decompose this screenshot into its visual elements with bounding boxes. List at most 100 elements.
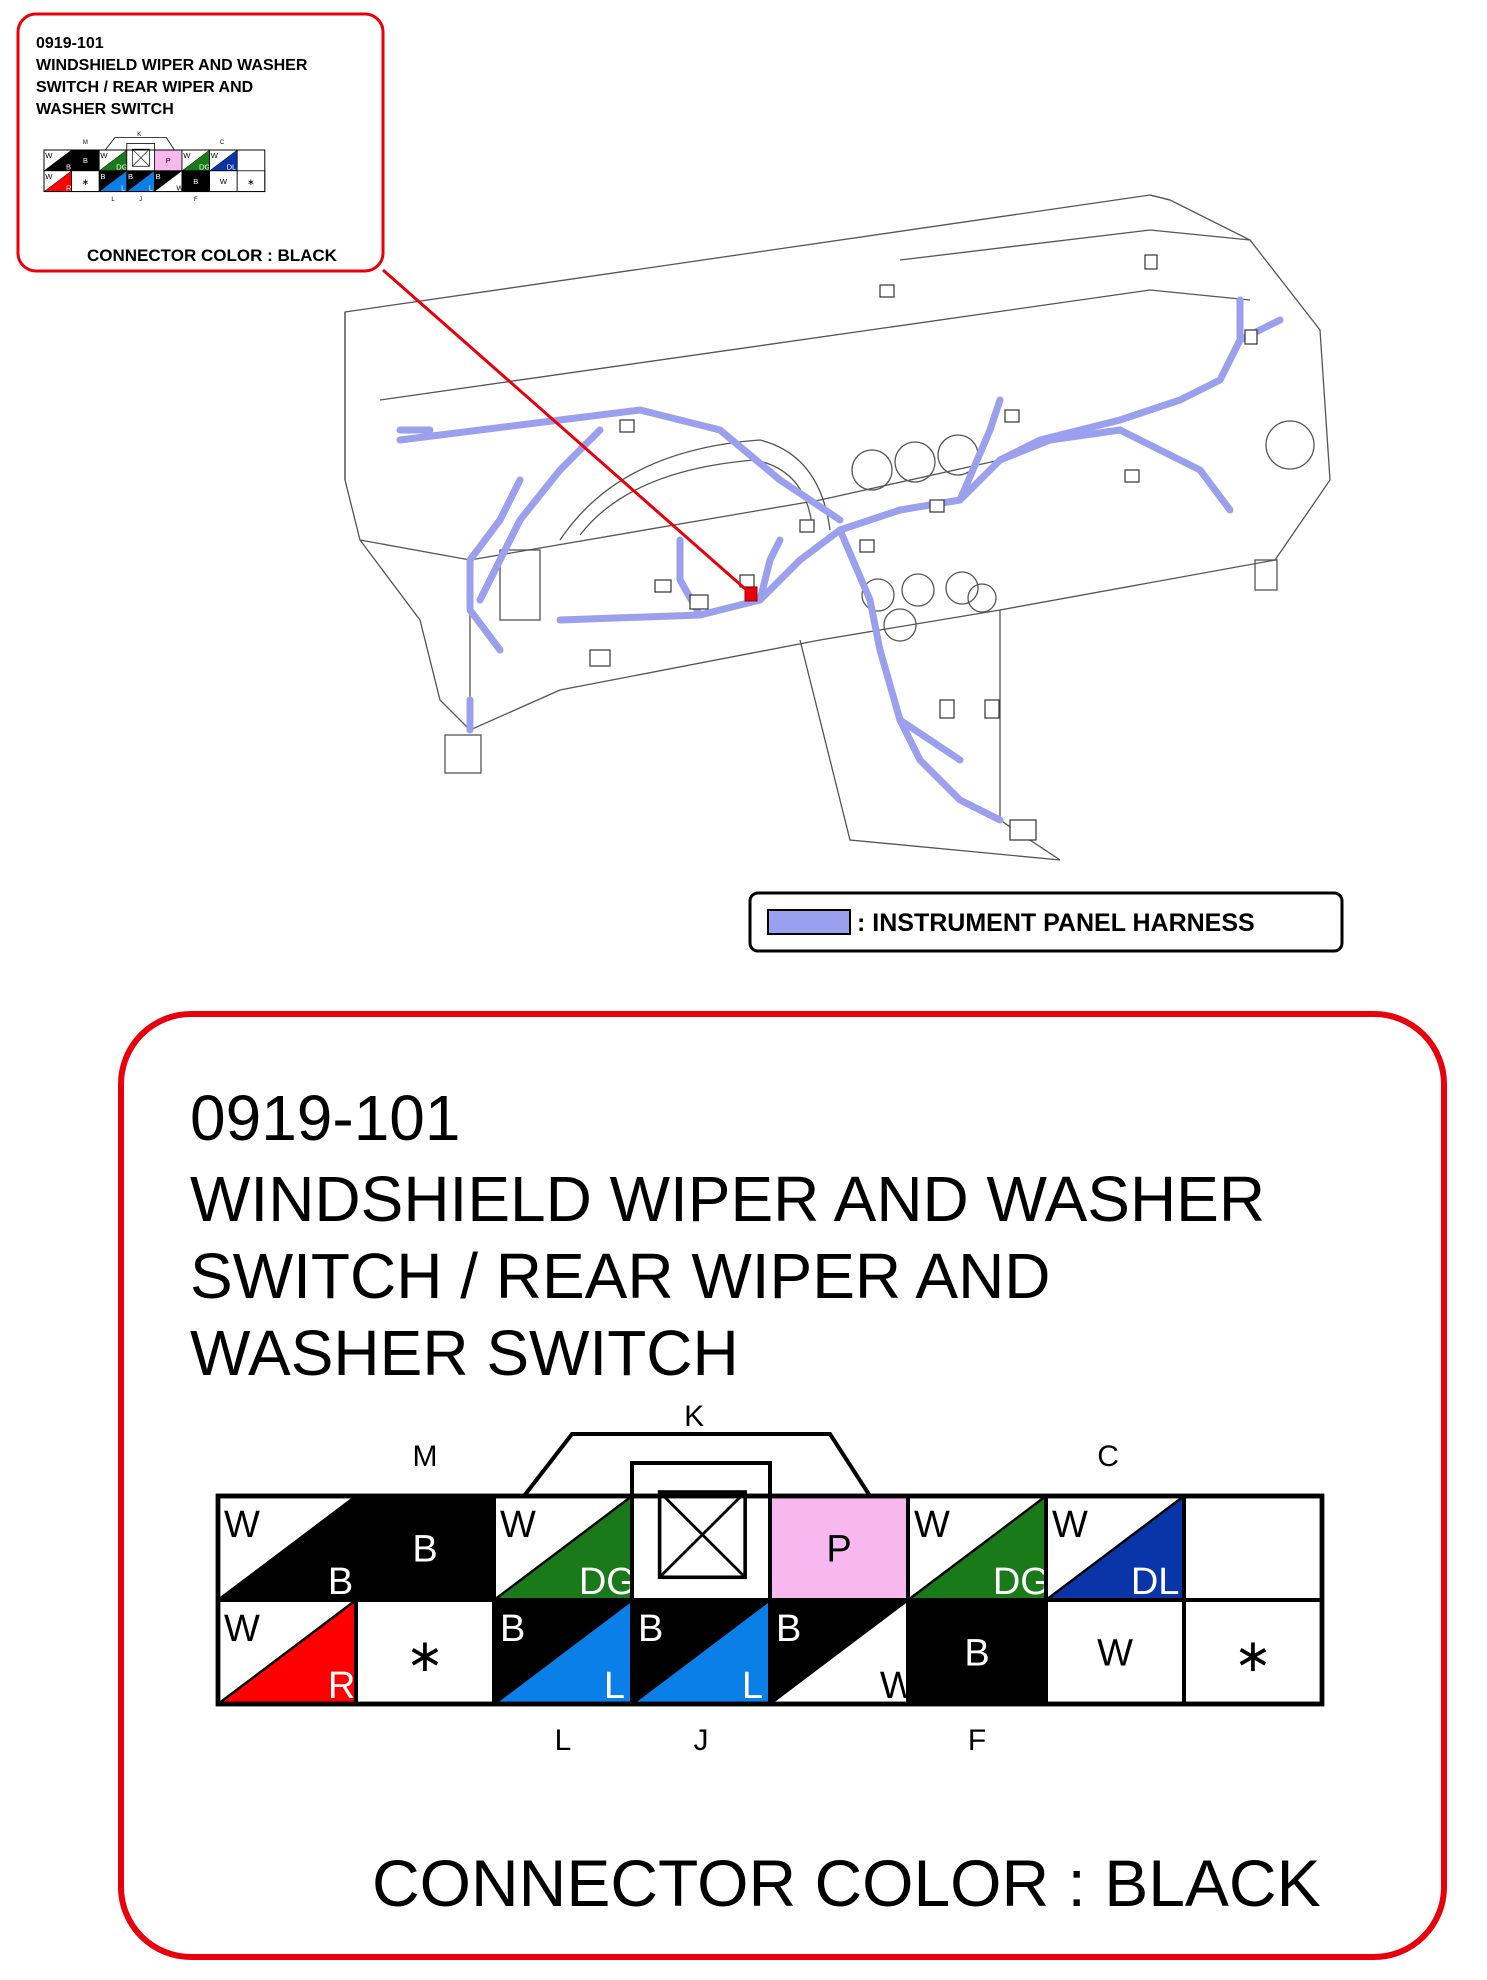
- instrument-panel-illustration: [344, 194, 1331, 861]
- pin-callout-m: M: [413, 1440, 438, 1473]
- bottom_row-pin-2: ∗: [71, 170, 100, 193]
- top_row-pin-7-stripe: DL: [227, 163, 237, 172]
- pin-callout-l: L: [555, 1724, 572, 1757]
- harness-legend: : INSTRUMENT PANEL HARNESS: [748, 891, 1344, 953]
- bottom_row-pin-5: BW: [768, 1598, 916, 1707]
- pin-callout-c: C: [1097, 1440, 1119, 1473]
- top_row-pin-6-primary: W: [183, 151, 191, 160]
- callout-pointer-line: [382, 268, 752, 596]
- pin-callout-j: J: [694, 1724, 709, 1757]
- harness-connectors: [589, 254, 1258, 841]
- top_row-pin-6-primary: W: [914, 1504, 950, 1546]
- top_row-pin-3-primary: W: [100, 151, 108, 160]
- bottom_row-pin-3-primary: B: [500, 1608, 525, 1650]
- pin-callout-k: K: [137, 132, 141, 138]
- bottom_row-pin-4-stripe: L: [742, 1665, 763, 1707]
- top_row-pin-3-stripe: DG: [116, 163, 127, 172]
- detail-callout: 0919-101 WINDSHIELD WIPER AND WASHER SWI…: [118, 1011, 1447, 1960]
- pin-callout-k: K: [684, 1400, 704, 1433]
- harness-wires: [396, 296, 1284, 824]
- bottom_row-pin-4: BL: [126, 170, 155, 192]
- top_row-pin-3-stripe: DG: [579, 1561, 636, 1603]
- bottom_row-pin-2-unused: ∗: [82, 177, 90, 187]
- detail-name-3: WASHER SWITCH: [190, 1317, 739, 1389]
- bottom_row-pin-1: WR: [43, 170, 73, 192]
- bottom_row-pin-5-stripe: W: [176, 183, 184, 192]
- bottom_row-pin-6-color: B: [964, 1633, 989, 1675]
- top_row-pin-2: B: [71, 149, 100, 172]
- top_row-pin-1: WB: [216, 1494, 358, 1603]
- bottom_row-pin-3-stripe: L: [604, 1665, 625, 1707]
- legend-text: : INSTRUMENT PANEL HARNESS: [857, 909, 1255, 937]
- bottom_row-pin-1: WR: [216, 1598, 358, 1707]
- top_row-pin-3-primary: W: [500, 1504, 536, 1546]
- top_row-pin-6: W DG: [181, 149, 210, 172]
- top_row-pin-7: W DL: [209, 149, 238, 172]
- detail-code: 0919-101: [190, 1082, 460, 1154]
- top_row-pin-2-color: B: [412, 1529, 437, 1571]
- detail-name-2: SWITCH / REAR WIPER AND: [190, 1240, 1051, 1312]
- top_row-pin-5: P: [153, 149, 183, 172]
- top_row-pin-3: W DG: [98, 149, 128, 172]
- top_row-pin-5-color: P: [826, 1529, 851, 1571]
- bottom_row-pin-6-color: B: [193, 177, 198, 186]
- detail-name-1: WINDSHIELD WIPER AND WASHER: [190, 1163, 1265, 1235]
- bottom_row-pin-5-primary: B: [776, 1608, 801, 1650]
- top_row-pin-5: P: [768, 1494, 910, 1602]
- bottom_row-pin-5: BW: [153, 170, 184, 192]
- connector-hood: [522, 1432, 872, 1498]
- top_row-pin-2-color: B: [83, 156, 88, 165]
- bottom_row-pin-4-primary: B: [638, 1608, 663, 1650]
- bottom_row-pin-3-primary: B: [100, 172, 105, 181]
- top_row-pin-7-stripe: DL: [1131, 1561, 1180, 1603]
- top_row-pin-5-color: P: [166, 156, 171, 165]
- pin-callout-m: M: [83, 140, 88, 146]
- small-callout: 0919-101 WINDSHIELD WIPER AND WASHER SWI…: [16, 12, 385, 273]
- connector-hood: [104, 137, 175, 151]
- bottom_row-pin-7-color: W: [220, 177, 228, 186]
- small-callout-name-3: WASHER SWITCH: [36, 101, 174, 118]
- bottom_row-pin-6: B: [181, 170, 211, 193]
- bottom_row-pin-8: ∗: [236, 170, 266, 193]
- bottom_row-pin-4-primary: B: [128, 172, 133, 181]
- bottom_row-pin-7: W: [209, 170, 238, 193]
- bottom_row-pin-1-primary: W: [224, 1608, 260, 1650]
- bottom_row-pin-3: BL: [492, 1598, 634, 1707]
- top_row-pin-1-stripe: B: [328, 1561, 353, 1603]
- legend-swatch: [767, 909, 851, 935]
- top_row-pin-1-primary: W: [45, 151, 53, 160]
- top_row-pin-6-stripe: DG: [199, 163, 210, 172]
- pin-callout-l: L: [111, 197, 115, 203]
- pin-callout-f: F: [194, 197, 198, 203]
- small-callout-color-note: CONNECTOR COLOR : BLACK: [87, 246, 338, 265]
- bottom_row-pin-4: BL: [630, 1598, 772, 1707]
- bottom_row-pin-4-stripe: L: [149, 183, 153, 192]
- top_row-pin-7-primary: W: [1052, 1504, 1088, 1546]
- detail-color-note: CONNECTOR COLOR : BLACK: [372, 1846, 1321, 1920]
- bottom_row-pin-1-stripe: R: [66, 183, 72, 192]
- bottom_row-pin-8: ∗: [1182, 1598, 1324, 1706]
- bottom_row-pin-8-unused: ∗: [1234, 1630, 1272, 1681]
- top_row-pin-6-stripe: DG: [993, 1561, 1050, 1603]
- bottom_row-pin-2: ∗: [354, 1598, 496, 1706]
- top_row-pin-1-stripe: B: [66, 163, 71, 172]
- bottom_row-pin-1-stripe: R: [328, 1665, 355, 1707]
- top_row-pin-7-primary: W: [211, 151, 219, 160]
- bottom_row-pin-7: W: [1044, 1598, 1186, 1706]
- small-callout-code: 0919-101: [36, 35, 104, 52]
- top_row-pin-6: W DG: [906, 1494, 1050, 1603]
- pin-callout-j: J: [139, 197, 142, 203]
- top_row-pin-1-primary: W: [224, 1504, 260, 1546]
- bottom_row-pin-7-color: W: [1097, 1633, 1133, 1675]
- top_row-pin-2: B: [354, 1494, 496, 1602]
- top_row-pin-7: W DL: [1044, 1494, 1186, 1603]
- top_row-pin-3: W DG: [492, 1494, 636, 1603]
- pin-callout-f: F: [968, 1724, 986, 1757]
- bottom_row-pin-5-primary: B: [156, 172, 161, 181]
- bottom_row-pin-6: B: [906, 1598, 1048, 1706]
- bottom_row-pin-3: BL: [98, 170, 128, 192]
- top_row-pin-1: WB: [43, 149, 73, 172]
- small-callout-name-1: WINDSHIELD WIPER AND WASHER: [36, 57, 308, 74]
